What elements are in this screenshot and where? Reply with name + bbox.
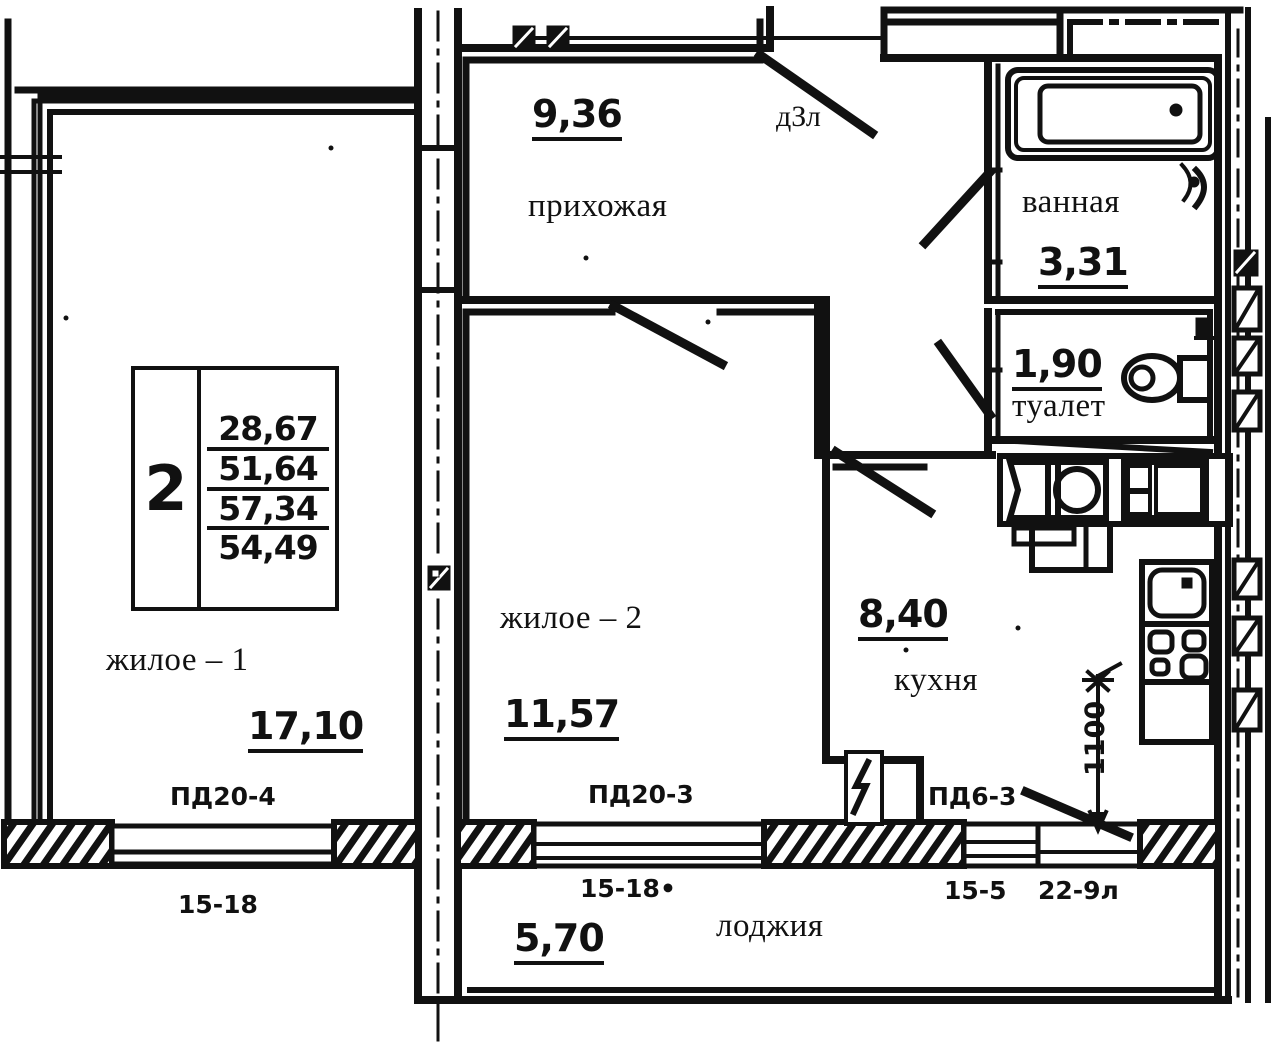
toilet-name: туалет (1012, 388, 1106, 424)
hallway-area: 9,36 (532, 92, 623, 141)
living-2-walls (454, 296, 830, 832)
loggia-name: лоджия (716, 908, 824, 944)
living-1-area: 17,10 (248, 704, 364, 753)
kitchen-door-leader (829, 445, 937, 519)
living-1-name: жилое – 1 (106, 642, 249, 678)
hallway-walls (454, 6, 774, 304)
loggia-area: 5,70 (514, 916, 605, 965)
living-2-door-code: ПД20-3 (588, 780, 694, 809)
living-1-walls (0, 18, 422, 834)
area-usable: 51,64 (207, 451, 329, 491)
entrance-door-leader (753, 48, 879, 140)
area-net: 54,49 (218, 528, 318, 568)
area-values: 28,67 51,64 57,34 54,49 (201, 370, 335, 607)
hallway-name: прихожая (528, 188, 668, 224)
area-total: 57,34 (207, 491, 329, 531)
area-living-total: 28,67 (207, 411, 329, 451)
stove-icon (1139, 621, 1215, 685)
bathtub-icon (1005, 67, 1221, 161)
kitchen-door-code: ПД6-3 (928, 782, 1017, 811)
pd6-3-leader (1020, 786, 1134, 842)
kitchen-appliance-row (997, 453, 1233, 527)
bathroom-door-leader (918, 165, 997, 250)
central-wall (414, 8, 462, 1042)
kitchen-sink-icon (1139, 559, 1215, 627)
electrical-box-icons (512, 25, 882, 51)
bathroom-sink-icon (1179, 162, 1207, 211)
riser-symbol-kitchen (844, 750, 884, 826)
kitchen-name: кухня (894, 662, 978, 698)
toilet-door-leader (933, 338, 997, 422)
bathroom-name: ванная (1022, 184, 1120, 220)
kitchen-base-cabinet-icon (1139, 679, 1215, 745)
living-2-name: жилое – 2 (500, 600, 643, 636)
kitchen-area: 8,40 (858, 592, 949, 641)
entrance-door-code: дЗл (776, 100, 821, 133)
window-code-center: 15-18• (580, 874, 676, 903)
bathroom-area: 3,31 (1038, 240, 1129, 289)
riser-shaft (1225, 7, 1271, 1003)
rooms-count: 2 (135, 370, 201, 607)
living-2-area: 11,57 (504, 692, 620, 741)
loggia-walls (414, 987, 1232, 1044)
kitchen-counter-icon (1011, 521, 1113, 573)
window-code-left: 15-18 (178, 890, 258, 919)
bottom-exterior-wall (1, 819, 1221, 869)
window-code-kitchen: 15-5 (944, 876, 1007, 905)
toilet-area: 1,90 (1012, 342, 1103, 391)
living-2-door-leader (607, 299, 729, 371)
kitchen-dimension-1100: 1100 (1080, 700, 1111, 776)
ventilation-duct-icon (427, 565, 451, 591)
drawing-speckles (63, 145, 1021, 653)
window-code-balcony: 22-9л (1038, 876, 1119, 905)
living-1-door-code: ПД20-4 (170, 782, 276, 811)
toilet-fixture-icon (1121, 317, 1214, 403)
apartment-info-stamp: 2 28,67 51,64 57,34 54,49 (131, 366, 339, 611)
